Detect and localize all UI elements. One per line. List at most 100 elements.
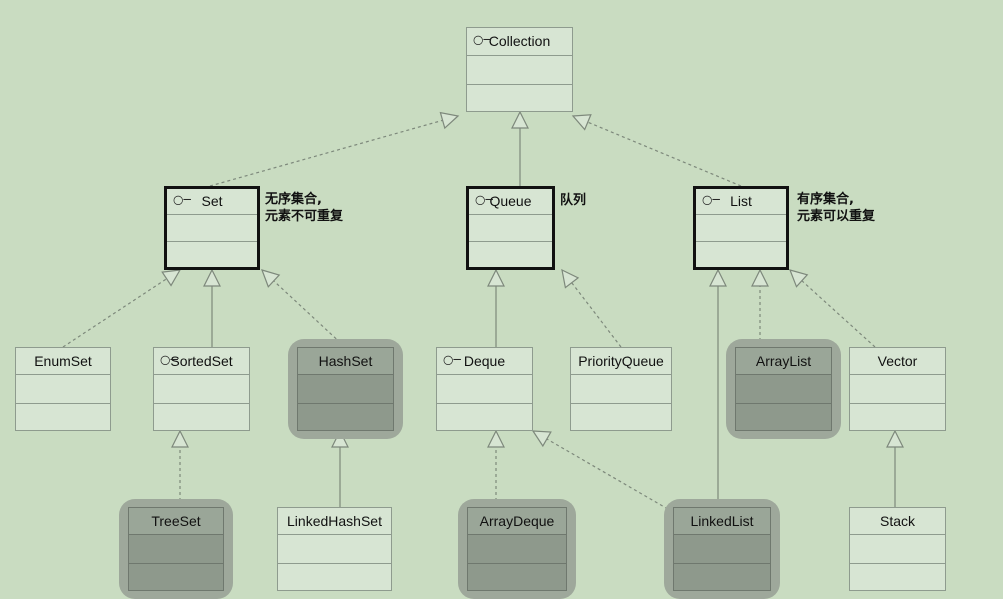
- arraydeque-label: ArrayDeque: [479, 513, 555, 530]
- deque-header: ○─Deque: [437, 348, 532, 376]
- attributes-section: [278, 535, 391, 565]
- attributes-section: [469, 215, 552, 243]
- methods-section: [437, 404, 532, 432]
- list-label: List: [730, 193, 752, 210]
- vector-to-list-edge: [801, 280, 876, 348]
- arraylist-header: ArrayList: [736, 348, 831, 376]
- methods-section: [298, 404, 393, 432]
- methods-section: [468, 564, 566, 592]
- attributes-section: [850, 535, 945, 565]
- list-to-collection-edge: [587, 121, 742, 187]
- arraydeque-class-box: ArrayDeque: [467, 507, 567, 591]
- queue-header: ○─Queue: [469, 189, 552, 215]
- list-header: ○─ List: [696, 189, 786, 215]
- methods-section: [467, 85, 572, 113]
- collection-header: ○─Collection: [467, 28, 572, 56]
- deque-label: Deque: [463, 353, 506, 370]
- collection-class-box: ○─Collection: [466, 27, 573, 112]
- interface-icon: ○─: [160, 352, 178, 367]
- stack-class-box: Stack: [849, 507, 946, 591]
- queue-to-collection-arrowhead: [511, 110, 529, 129]
- linkedlist-to-deque-edge: [546, 438, 674, 513]
- methods-section: [469, 242, 552, 269]
- sortedset-to-set-arrowhead: [203, 268, 221, 287]
- stack-label: Stack: [879, 513, 915, 530]
- linkedlist-class-box: LinkedList: [673, 507, 771, 591]
- hashset-to-set-arrowhead: [261, 269, 281, 288]
- enumset-label: EnumSet: [34, 353, 92, 370]
- methods-section: [850, 404, 945, 432]
- sortedset-header: ○─SortedSet: [154, 348, 249, 376]
- enumset-to-set-arrowhead: [161, 269, 182, 287]
- treeset-to-sortedset-arrowhead: [171, 429, 189, 448]
- set-to-collection-edge: [209, 119, 443, 187]
- arraylist-label: ArrayList: [755, 353, 812, 370]
- attributes-section: [16, 375, 110, 405]
- attributes-section: [571, 375, 671, 405]
- hashset-to-set-edge: [273, 280, 346, 348]
- arraylist-class-box: ArrayList: [735, 347, 832, 431]
- set-label: Set: [201, 193, 223, 210]
- interface-icon: ○─: [702, 193, 720, 208]
- methods-section: [167, 242, 257, 269]
- vector-to-list-arrowhead: [789, 269, 809, 288]
- queue-label: Queue: [489, 193, 532, 210]
- attributes-section: [674, 535, 770, 565]
- linkedlist-to-deque-arrowhead: [531, 430, 552, 448]
- treeset-label: TreeSet: [151, 513, 201, 530]
- priorityqueue-class-box: PriorityQueue: [570, 347, 672, 431]
- attributes-section: [467, 56, 572, 85]
- methods-section: [571, 404, 671, 432]
- sortedset-class-box: ○─SortedSet: [153, 347, 250, 431]
- stack-header: Stack: [850, 508, 945, 536]
- enumset-to-set-edge: [62, 278, 167, 348]
- methods-section: [278, 564, 391, 592]
- linkedhashset-class-box: LinkedHashSet: [277, 507, 392, 591]
- enumset-class-box: EnumSet: [15, 347, 111, 431]
- hashset-label: HashSet: [318, 353, 373, 370]
- interface-icon: ○─: [173, 193, 191, 208]
- methods-section: [850, 564, 945, 592]
- linkedhashset-label: LinkedHashSet: [287, 513, 382, 530]
- methods-section: [736, 404, 831, 432]
- attributes-section: [468, 535, 566, 565]
- linkedlist-label: LinkedList: [690, 513, 754, 530]
- methods-section: [674, 564, 770, 592]
- list-note: 有序集合, 元素可以重复: [797, 192, 876, 224]
- attributes-section: [167, 215, 257, 243]
- treeset-class-box: TreeSet: [128, 507, 224, 591]
- linkedlist-header: LinkedList: [674, 508, 770, 536]
- arraydeque-to-deque-arrowhead: [487, 429, 505, 448]
- priorityqueue-to-queue-edge: [571, 282, 622, 348]
- deque-class-box: ○─Deque: [436, 347, 533, 431]
- enumset-header: EnumSet: [16, 348, 110, 376]
- arraydeque-header: ArrayDeque: [468, 508, 566, 536]
- vector-header: Vector: [850, 348, 945, 376]
- list-class-box: ○─ List: [693, 186, 789, 270]
- interface-icon: ○─: [473, 32, 491, 47]
- hashset-class-box: HashSet: [297, 347, 394, 431]
- sortedset-label: SortedSet: [170, 353, 233, 370]
- attributes-section: [736, 375, 831, 405]
- priorityqueue-to-queue-arrowhead: [561, 268, 580, 289]
- attributes-section: [850, 375, 945, 405]
- interface-icon: ○─: [475, 193, 493, 208]
- list-to-collection-arrowhead: [571, 114, 592, 131]
- set-header: ○─ Set: [167, 189, 257, 215]
- stack-to-vector-arrowhead: [886, 429, 904, 448]
- deque-to-queue-arrowhead: [487, 268, 505, 287]
- priorityqueue-header: PriorityQueue: [571, 348, 671, 376]
- set-class-box: ○─ Set: [164, 186, 260, 270]
- vector-label: Vector: [877, 353, 918, 370]
- attributes-section: [154, 375, 249, 405]
- methods-section: [154, 404, 249, 432]
- methods-section: [16, 404, 110, 432]
- priorityqueue-label: PriorityQueue: [578, 353, 664, 370]
- set-to-collection-arrowhead: [439, 111, 460, 130]
- queue-note: 队列: [560, 193, 587, 208]
- attributes-section: [298, 375, 393, 405]
- queue-class-box: ○─Queue: [466, 186, 555, 270]
- methods-section: [129, 564, 223, 592]
